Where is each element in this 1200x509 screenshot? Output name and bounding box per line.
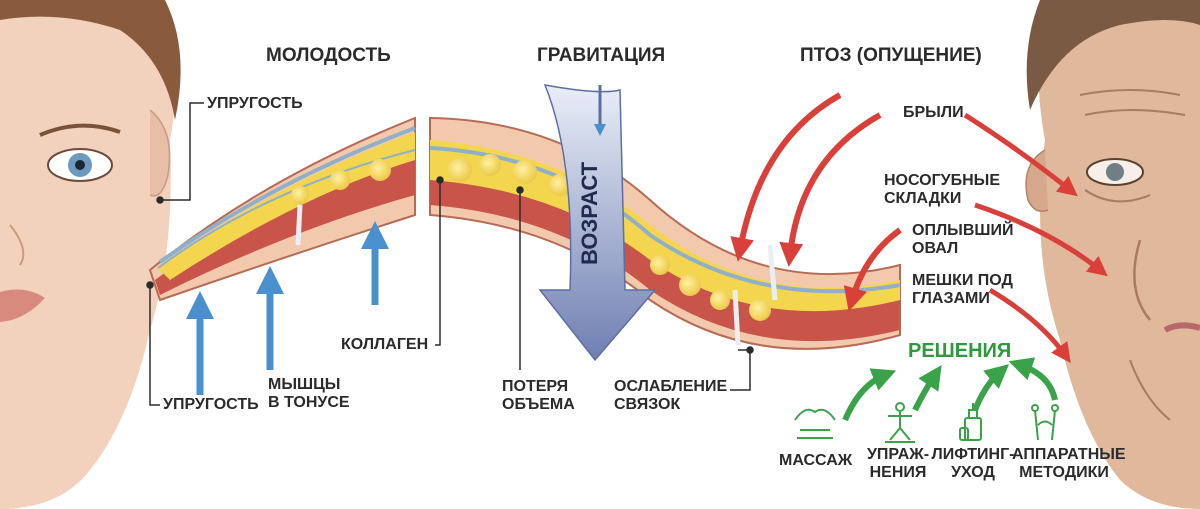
- age-arrow-label: ВОЗРАСТ: [577, 161, 602, 265]
- solution-devices-line1: АППАРАТНЫЕ: [1012, 446, 1126, 463]
- label-volume-loss: ПОТЕРЯ ОБЪЕМА: [502, 378, 575, 414]
- label-oval-line1: ОПЛЫВШИЙ: [912, 222, 1014, 239]
- label-volume-loss-line2: ОБЪЕМА: [502, 395, 575, 413]
- solution-devices-label: АППАРАТНЫЕ МЕТОДИКИ: [1012, 446, 1126, 482]
- solution-care-label: ЛИФТИНГ- УХОД: [930, 446, 1016, 482]
- solution-massage-label: МАССАЖ: [779, 452, 853, 470]
- label-bags-line1: МЕШКИ ПОД: [912, 272, 1013, 289]
- device-microcurrent-icon: [1031, 404, 1059, 441]
- solution-exercise-label: УПРАЖ- НЕНИЯ: [858, 446, 938, 482]
- label-nasolabial-line2: СКЛАДКИ: [884, 189, 962, 207]
- label-nasolabial: НОСОГУБНЫЕ СКЛАДКИ: [884, 172, 1000, 208]
- exercise-person-icon: [885, 402, 915, 443]
- young-face-illustration: [0, 0, 181, 509]
- cream-bottle-icon: [959, 403, 982, 441]
- upward-support-arrows: [186, 221, 389, 395]
- skin-cross-section: [148, 116, 901, 350]
- solution-massage-line1: МАССАЖ: [779, 452, 853, 469]
- label-muscles: МЫШЦЫ В ТОНУСЕ: [268, 376, 350, 412]
- ptosis-arrows: [730, 92, 1108, 364]
- label-collagen: КОЛЛАГЕН: [341, 336, 429, 353]
- old-face-illustration: [1025, 0, 1200, 509]
- label-ligaments: ОСЛАБЛЕНИЕ СВЯЗОК: [614, 378, 727, 414]
- label-muscles-line1: МЫШЦЫ: [268, 376, 341, 393]
- label-bags: МЕШКИ ПОД ГЛАЗАМИ: [912, 272, 1013, 308]
- label-elasticity-bottom: УПРУГОСТЬ: [163, 396, 259, 413]
- solution-devices-line2: МЕТОДИКИ: [1019, 463, 1109, 481]
- label-ligaments-line2: СВЯЗОК: [614, 395, 681, 413]
- label-oval-line2: ОВАЛ: [912, 239, 959, 257]
- massage-hands-icon: [794, 408, 836, 439]
- leader-lines: [146, 102, 754, 406]
- age-arrow: [538, 84, 657, 362]
- label-bags-line2: ГЛАЗАМИ: [912, 289, 990, 307]
- solution-arrows: [842, 357, 1058, 422]
- solutions-title: РЕШЕНИЯ: [908, 340, 1012, 362]
- label-volume-loss-line1: ПОТЕРЯ: [502, 378, 569, 395]
- label-nasolabial-line1: НОСОГУБНЫЕ: [884, 172, 1001, 189]
- header-gravity: ГРАВИТАЦИЯ: [537, 45, 666, 66]
- solution-care-line2: УХОД: [951, 463, 995, 481]
- solution-exercise-line2: НЕНИЯ: [869, 463, 927, 481]
- solution-exercise-line1: УПРАЖ-: [866, 446, 930, 463]
- label-ligaments-line1: ОСЛАБЛЕНИЕ: [614, 378, 728, 395]
- label-jowls: БРЫЛИ: [903, 104, 964, 121]
- header-youth: МОЛОДОСТЬ: [266, 45, 391, 66]
- label-oval: ОПЛЫВШИЙ ОВАЛ: [912, 222, 1013, 258]
- label-muscles-line2: В ТОНУСЕ: [268, 393, 350, 411]
- solution-care-line1: ЛИФТИНГ-: [931, 446, 1015, 463]
- label-elasticity-top: УПРУГОСТЬ: [207, 95, 303, 112]
- header-ptosis: ПТОЗ (ОПУЩЕНИЕ): [800, 45, 982, 66]
